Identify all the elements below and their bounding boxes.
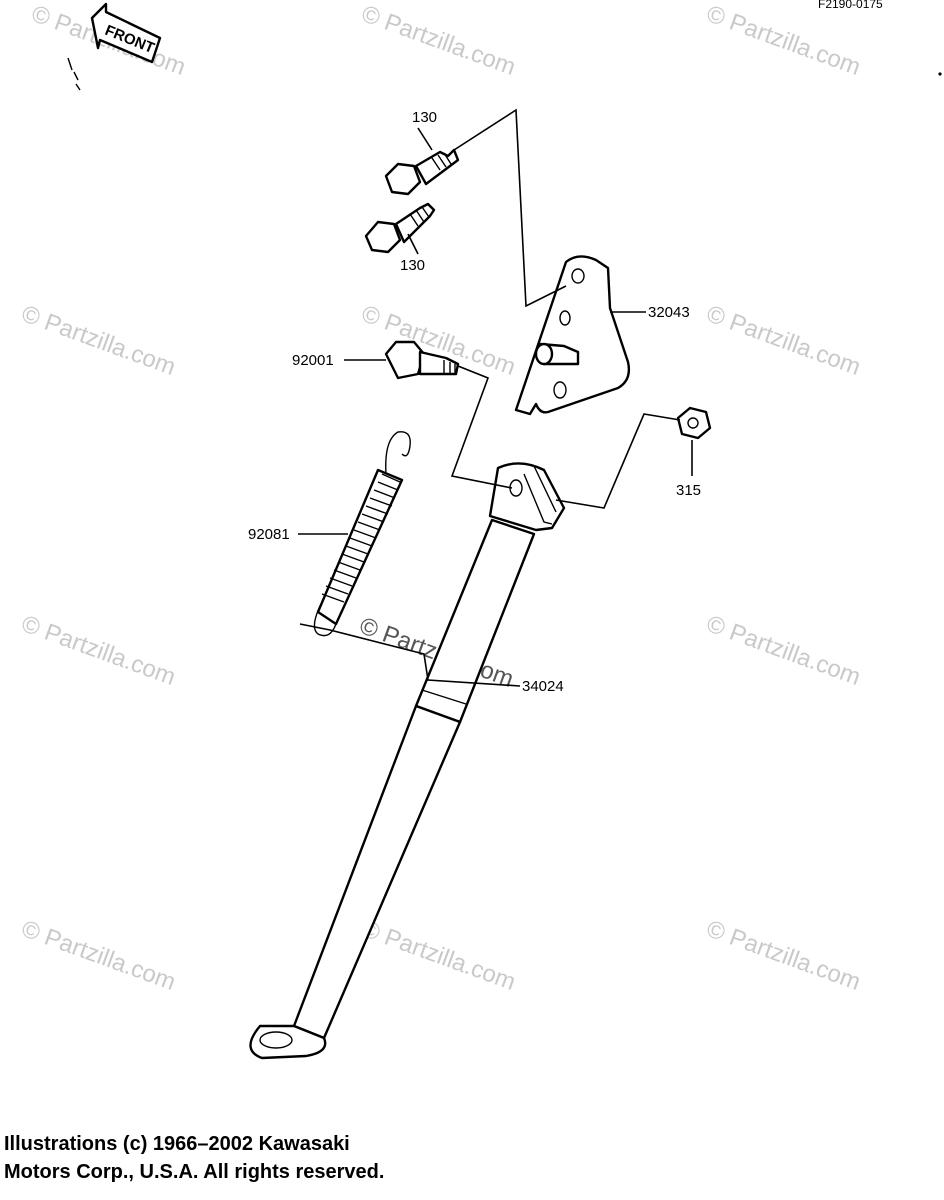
copyright-line-1: Illustrations (c) 1966–2002 Kawasaki [4,1133,350,1155]
watermark: © Partzilla.com [703,0,864,81]
watermark: © Partzilla.com [18,610,179,691]
bracket-part [514,255,631,416]
label-pivot-bolt: 92001 [292,352,334,369]
watermark: © Partzilla.com [703,610,864,691]
watermark: © Partzilla.com [18,300,179,381]
diagram-code: F2190-0175 [818,0,883,11]
watermark: © Partzilla.com [703,915,864,996]
label-spring: 92081 [248,526,290,543]
watermark-group: © Partzilla.com © Partzilla.com © Partzi… [18,0,864,996]
pivot-bolt-part [384,340,460,380]
leader-lines [298,108,693,687]
bolt-upper-part [384,148,460,196]
nut-part [676,406,712,440]
copyright-notice: Illustrations (c) 1966–2002 Kawasaki Mot… [4,1130,384,1186]
side-stand-part [249,462,566,1060]
label-nut: 315 [676,482,701,499]
bolt-lower-part [364,202,436,254]
watermark: © Partzilla.com [358,0,519,81]
label-bolt-upper: 130 [412,109,437,126]
watermark: © Partzilla.com [703,300,864,381]
label-bracket: 32043 [648,304,690,321]
label-stand: 34024 [522,678,564,695]
dot-mark [938,72,942,76]
spring-part [313,431,411,637]
copyright-line-2: Motors Corp., U.S.A. All rights reserved… [4,1161,385,1183]
watermark: © Partzilla.com [358,915,519,996]
label-bolt-lower: 130 [400,257,425,274]
watermark: © Partzilla.com [18,915,179,996]
